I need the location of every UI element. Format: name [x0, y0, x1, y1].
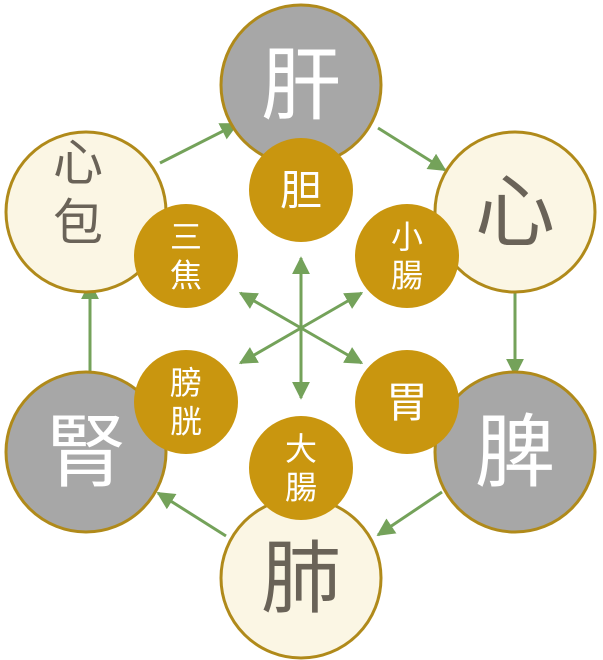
organ-liver: 肝: [219, 3, 383, 167]
bowel-label-stomach: 胃: [386, 378, 428, 427]
organ-label-pericardium: 心包: [53, 134, 103, 252]
bowel-circle-bladder: [134, 350, 238, 454]
bowel-label-bladder: 膀胱: [170, 364, 202, 440]
organ-label-heart: 心: [475, 166, 555, 259]
organ-lung: 肺: [219, 496, 383, 660]
bowel-circle-small-intestine: [355, 204, 459, 308]
bowel-bladder: 膀胱: [134, 350, 238, 454]
cycle-arrows: [81, 122, 524, 538]
organ-circle-kidney: [4, 370, 168, 534]
organ-circle-heart: [433, 130, 597, 294]
bowel-circle-large-intestine: [249, 416, 353, 520]
cycle-arrow-6: [159, 122, 239, 165]
organ-kidney: 腎: [4, 370, 168, 534]
cycle-arrow-3: [376, 490, 443, 537]
bowel-gallbladder: 胆: [249, 138, 353, 242]
organ-label-spleen: 脾: [475, 406, 555, 499]
organ-label-kidney: 腎: [46, 406, 126, 499]
organ-spleen: 脾: [433, 370, 597, 534]
bowel-label-large-intestine: 大腸: [285, 430, 317, 506]
organ-circle-spleen: [433, 370, 597, 534]
cycle-arrow-1: [377, 126, 447, 172]
organ-pericardium: 心包: [4, 130, 168, 294]
bowel-label-small-intestine: 小腸: [391, 218, 423, 294]
bowel-stomach: 胃: [355, 350, 459, 454]
bowel-label-triple-burner: 三焦: [170, 218, 202, 294]
bowel-circle-gallbladder: [249, 138, 353, 242]
bowel-circle-stomach: [355, 350, 459, 454]
organ-label-lung: 肺: [261, 532, 341, 625]
organ-label-liver: 肝: [261, 39, 341, 132]
center-arrow-4: [238, 291, 302, 330]
center-arrow-6: [300, 326, 364, 365]
bowel-circle-triple-burner: [134, 204, 238, 308]
bowel-small-intestine: 小腸: [355, 204, 459, 308]
cycle-arrow-4: [156, 491, 227, 538]
center-arrow-5: [238, 326, 302, 365]
center-arrow-3: [300, 291, 364, 330]
bowel-triple-burner: 三焦: [134, 204, 238, 308]
bowel-label-gallbladder: 胆: [280, 166, 322, 215]
center-star-arrows: [238, 256, 364, 400]
bowel-large-intestine: 大腸: [249, 416, 353, 520]
organ-heart: 心: [433, 130, 597, 294]
